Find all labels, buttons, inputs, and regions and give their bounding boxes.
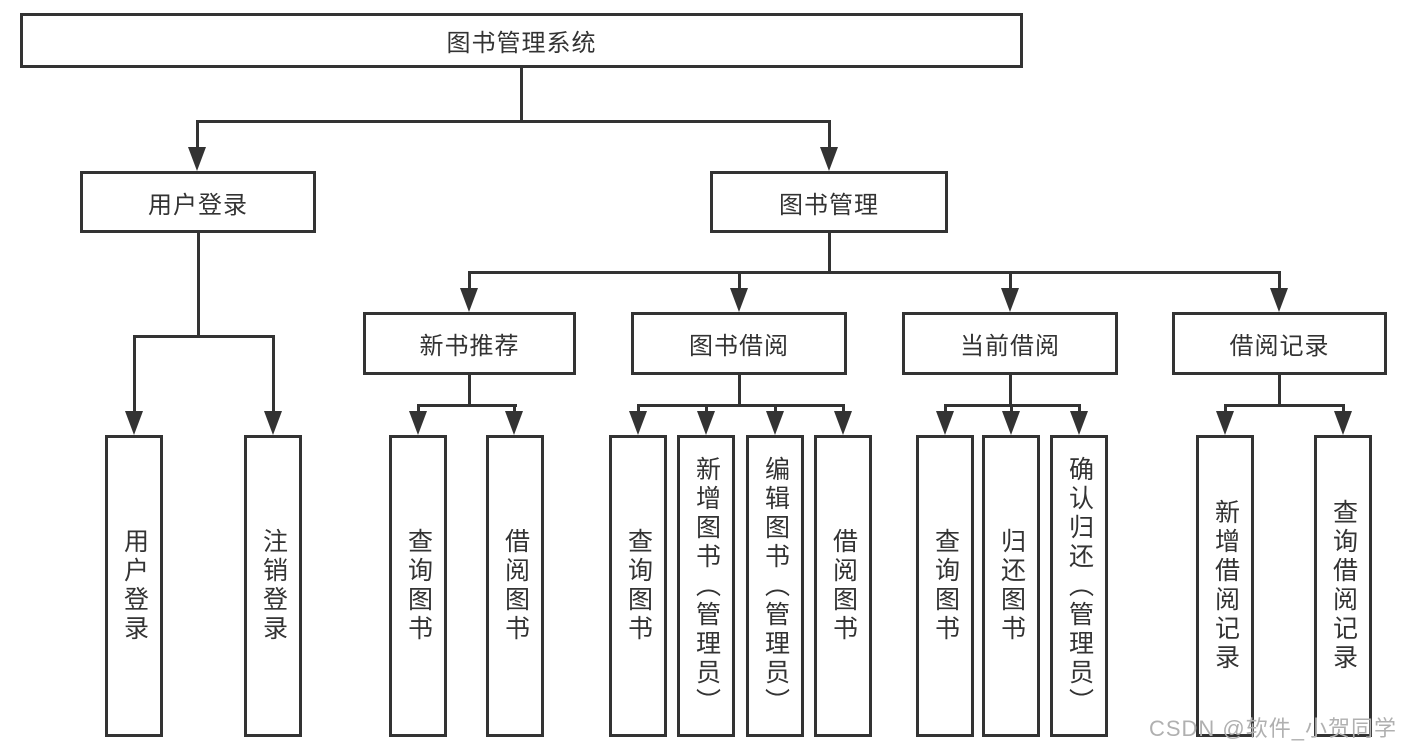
node-user-login-label: 用户登录 [148, 191, 248, 219]
connector-book-borrow-branch [637, 404, 845, 407]
connector-to-leaf-user-login [133, 335, 136, 413]
leaf-query-books-current: 查询图书 [916, 435, 974, 737]
connector-new-rec-branch [417, 404, 517, 407]
leaf-borrow-books-newrec: 借阅图书 [486, 435, 544, 737]
connector-leaf [842, 404, 845, 414]
leaf-label: 借阅图书 [829, 528, 858, 644]
leaf-return-book: 归还图书 [982, 435, 1040, 737]
connector-leaf [944, 404, 947, 414]
arrowhead-leaf [505, 411, 523, 435]
node-book-mgmt: 图书管理 [710, 171, 948, 233]
leaf-add-book-admin: 新增图书（管理员） [677, 435, 735, 737]
connector-leaf [1010, 404, 1013, 414]
arrowhead-book-borrow [730, 288, 748, 312]
arrowhead-leaf [766, 411, 784, 435]
leaf-add-borrow-record: 新增借阅记录 [1196, 435, 1254, 737]
connector-leaf [513, 404, 516, 414]
arrowhead-leaf-user-login [125, 411, 143, 435]
connector-leaf [1078, 404, 1081, 414]
arrowhead-leaf [1002, 411, 1020, 435]
connector-to-leaf-logout [272, 335, 275, 413]
connector-new-rec-stem [468, 375, 471, 406]
connector-borrow-records-branch [1224, 404, 1345, 407]
node-borrow-records: 借阅记录 [1172, 312, 1387, 375]
arrowhead-leaf [936, 411, 954, 435]
arrowhead-leaf-logout [264, 411, 282, 435]
node-new-book-rec-label: 新书推荐 [419, 333, 520, 360]
connector-current-borrow-stem [1009, 375, 1012, 406]
leaf-label: 新增图书（管理员） [692, 455, 721, 717]
connector-leaf [1224, 404, 1227, 414]
connector-book-borrow-stem [738, 375, 741, 406]
arrowhead-user-login [188, 147, 206, 171]
connector-to-book-borrow [738, 271, 741, 291]
leaf-label: 查询图书 [931, 528, 960, 644]
connector-book-mgmt-stem [828, 233, 831, 273]
connector-borrow-records-stem [1278, 375, 1281, 406]
connector-user-login-stem [197, 233, 200, 335]
leaf-label: 查询借阅记录 [1329, 499, 1358, 673]
node-user-login: 用户登录 [80, 171, 316, 233]
arrowhead-new-rec [460, 288, 478, 312]
node-root-label: 图书管理系统 [446, 30, 597, 57]
arrowhead-leaf [409, 411, 427, 435]
connector-to-current-borrow [1009, 271, 1012, 291]
connector-to-new-rec [468, 271, 471, 291]
connector-user-login-branch [133, 335, 275, 338]
leaf-label: 归还图书 [997, 528, 1026, 644]
leaf-label: 编辑图书（管理员） [761, 455, 790, 717]
node-current-borrow: 当前借阅 [902, 312, 1118, 375]
arrowhead-leaf [834, 411, 852, 435]
connector-to-book-mgmt [828, 120, 831, 150]
node-current-borrow-label: 当前借阅 [960, 333, 1060, 360]
arrowhead-leaf [1070, 411, 1088, 435]
leaf-confirm-return-admin: 确认归还（管理员） [1050, 435, 1108, 737]
connector-to-borrow-records [1278, 271, 1281, 291]
leaf-label: 查询图书 [624, 528, 653, 644]
csdn-watermark: CSDN @软件_小贺同学 [1148, 716, 1397, 741]
connector-book-mgmt-branch [468, 271, 1281, 274]
leaf-user-login-label: 用户登录 [120, 528, 149, 644]
leaf-query-books-borrow: 查询图书 [609, 435, 667, 737]
leaf-user-login: 用户登录 [105, 435, 163, 737]
leaf-borrow-books-borrow: 借阅图书 [814, 435, 872, 737]
leaf-label: 新增借阅记录 [1211, 499, 1240, 673]
arrowhead-current-borrow [1001, 288, 1019, 312]
arrowhead-leaf [1216, 411, 1234, 435]
connector-root-stem [520, 68, 523, 120]
connector-root-branch [196, 120, 831, 123]
node-borrow-records-label: 借阅记录 [1229, 333, 1330, 360]
leaf-label: 确认归还（管理员） [1065, 455, 1094, 717]
leaf-label: 借阅图书 [501, 528, 530, 644]
leaf-edit-book-admin: 编辑图书（管理员） [746, 435, 804, 737]
arrowhead-leaf [629, 411, 647, 435]
connector-leaf [705, 404, 708, 414]
arrowhead-book-mgmt [820, 147, 838, 171]
connector-to-user-login [196, 120, 199, 150]
node-new-book-rec: 新书推荐 [363, 312, 576, 375]
leaf-query-borrow-record: 查询借阅记录 [1314, 435, 1372, 737]
leaf-logout: 注销登录 [244, 435, 302, 737]
arrowhead-leaf [697, 411, 715, 435]
leaf-query-books-newrec: 查询图书 [389, 435, 447, 737]
leaf-logout-label: 注销登录 [259, 528, 288, 644]
connector-leaf [417, 404, 420, 414]
connector-leaf [774, 404, 777, 414]
node-book-borrow: 图书借阅 [631, 312, 847, 375]
connector-leaf [637, 404, 640, 414]
connector-leaf [1342, 404, 1345, 414]
leaf-label: 查询图书 [404, 528, 433, 644]
node-root: 图书管理系统 [20, 13, 1023, 68]
arrowhead-leaf [1334, 411, 1352, 435]
node-book-mgmt-label: 图书管理 [779, 191, 879, 219]
arrowhead-borrow-records [1270, 288, 1288, 312]
node-book-borrow-label: 图书借阅 [689, 333, 789, 360]
